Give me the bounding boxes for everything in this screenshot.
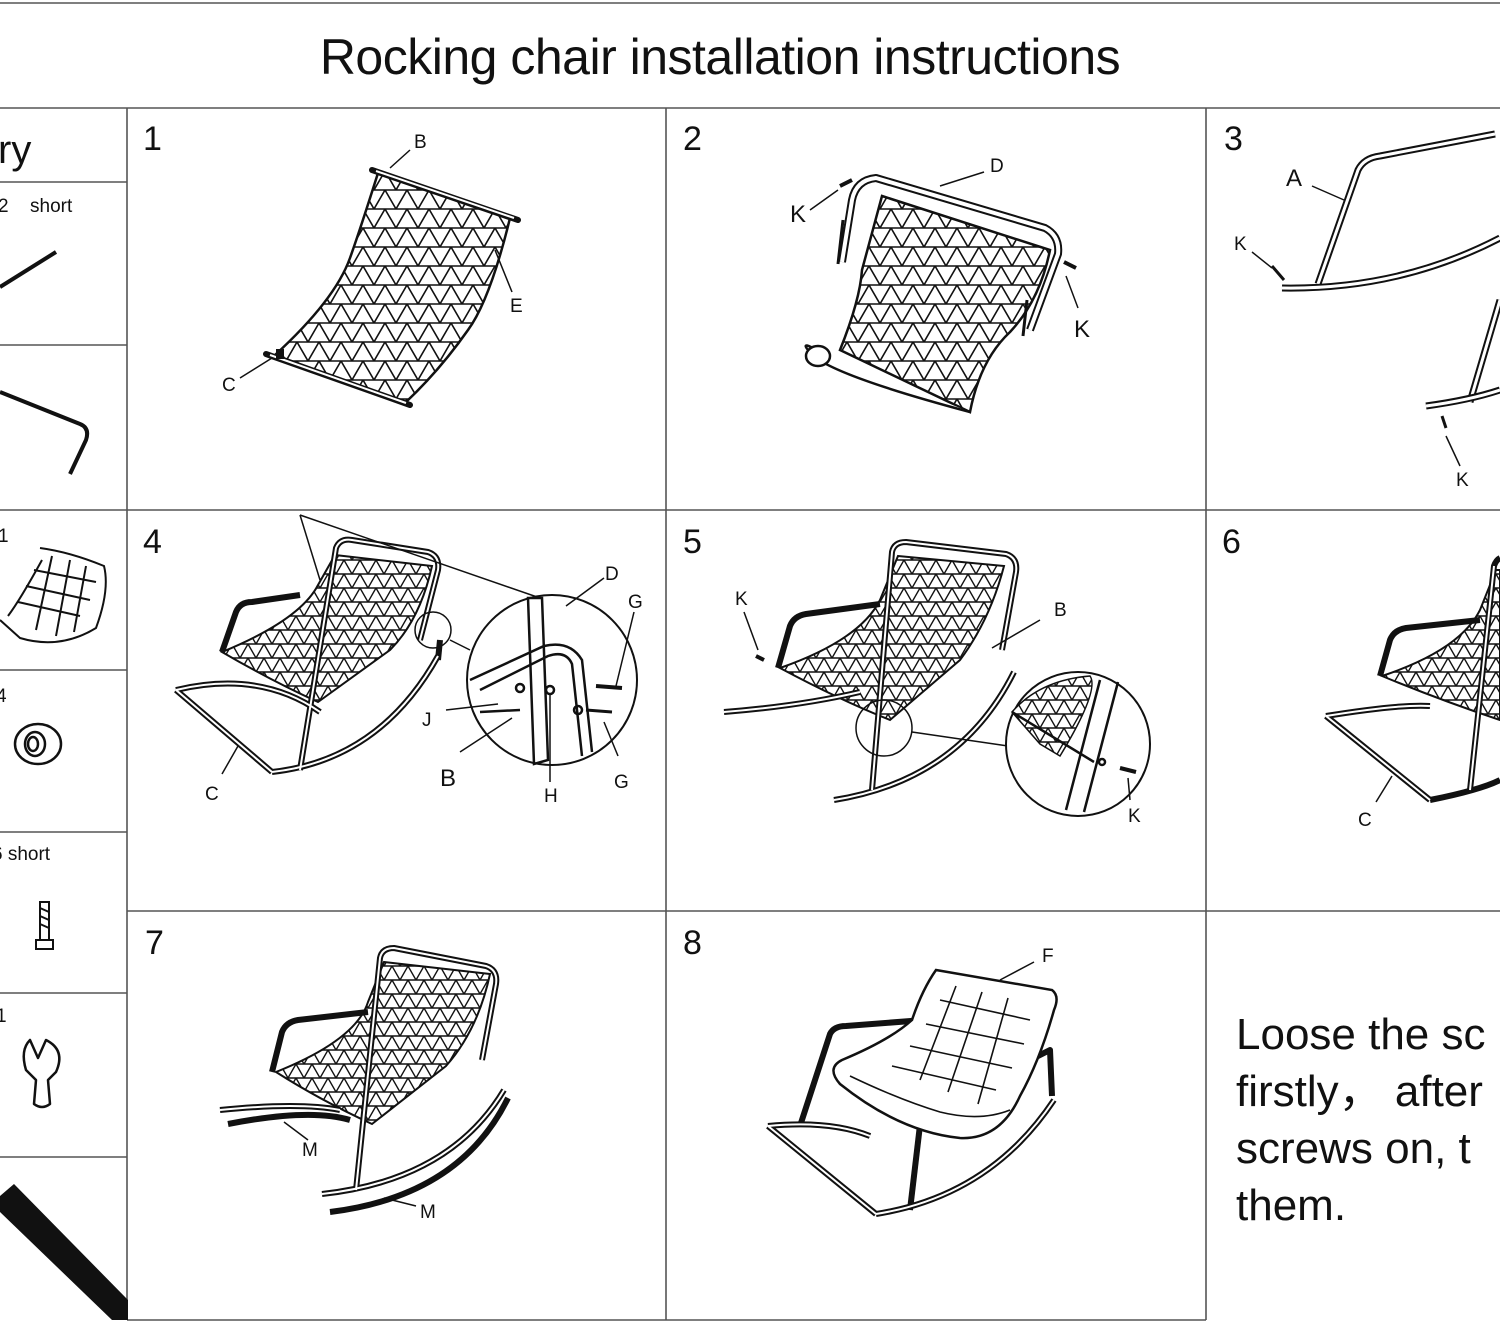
cushion-icon: [0, 547, 107, 644]
step-number: 5: [683, 523, 702, 561]
step-7: 7 M M: [145, 924, 511, 1223]
step-6: 6 C: [1222, 523, 1500, 831]
part-label: H: [544, 786, 558, 807]
part-label: K: [1074, 316, 1090, 343]
step-3-illustration: [1270, 130, 1500, 429]
wrench-icon: [22, 1038, 61, 1109]
part-label: B: [414, 132, 427, 153]
step-number: 8: [683, 924, 702, 962]
step-number: 7: [145, 924, 164, 962]
step-4-illustration: [174, 514, 638, 775]
bolt-icon: [35, 901, 54, 950]
part-label: K: [1234, 234, 1247, 255]
note-line: Loose the sc: [1236, 1010, 1486, 1059]
part-label: M: [302, 1140, 318, 1161]
part-label: K: [790, 201, 806, 228]
step-4: 4: [143, 514, 643, 807]
inventory-qty: 1: [0, 1006, 7, 1027]
step-8-illustration: [766, 968, 1058, 1217]
part-label: K: [1456, 470, 1469, 491]
note-line: them.: [1236, 1181, 1347, 1230]
part-label: G: [614, 772, 629, 793]
inventory-header: ry: [0, 128, 31, 172]
part-label: D: [605, 564, 619, 585]
step-1: 1 B E C: [143, 120, 523, 408]
step-6-illustration: [1324, 555, 1500, 803]
part-label: M: [420, 1202, 436, 1223]
part-label: K: [735, 589, 748, 610]
step-2: 2 K D K: [683, 120, 1090, 414]
part-label: B: [1054, 600, 1067, 621]
part-label: G: [628, 592, 643, 613]
part-label: F: [1042, 946, 1054, 967]
part-label: C: [1358, 810, 1372, 831]
inventory-desc: short: [30, 196, 73, 217]
step-number: 1: [143, 120, 162, 158]
step-number: 6: [1222, 523, 1241, 561]
bent-tube-icon: [0, 390, 90, 475]
step-5: 5: [683, 523, 1151, 827]
step-3: 3 A K K: [1224, 120, 1500, 491]
page-title: Rocking chair installation instructions: [319, 29, 1121, 85]
part-label: A: [1286, 165, 1302, 192]
note-line: firstly， after: [1236, 1067, 1483, 1116]
step-number: 4: [143, 523, 162, 561]
part-label: K: [1128, 806, 1141, 827]
short-tube-icon: [0, 250, 58, 289]
part-label: C: [222, 375, 236, 396]
inventory-qty: 1: [0, 526, 9, 547]
assembly-note: Loose the sc firstly， after screws on, t…: [1236, 1006, 1486, 1234]
step-2-illustration: [804, 174, 1077, 414]
part-label: E: [510, 296, 523, 317]
step-number: 3: [1224, 120, 1243, 158]
note-line: screws on, t: [1236, 1124, 1471, 1173]
step-number: 2: [683, 120, 702, 158]
step-8: 8 F: [683, 924, 1058, 1217]
step-5-illustration: [723, 539, 1151, 817]
step-7-illustration: [219, 945, 511, 1215]
inventory-qty: 4: [0, 686, 7, 707]
part-label: D: [990, 156, 1004, 177]
inventory-column: ry 2 short 1 4 6 short 1: [0, 128, 128, 1320]
step-1-illustration: [263, 167, 521, 408]
diagonal-bar-icon: [0, 1184, 128, 1320]
inventory-qty: 2: [0, 196, 9, 217]
part-label: C: [205, 784, 219, 805]
inventory-qty: 6 short: [0, 844, 51, 865]
part-label: J: [422, 710, 432, 731]
washer-icon: [13, 722, 63, 766]
part-label: B: [440, 765, 456, 792]
